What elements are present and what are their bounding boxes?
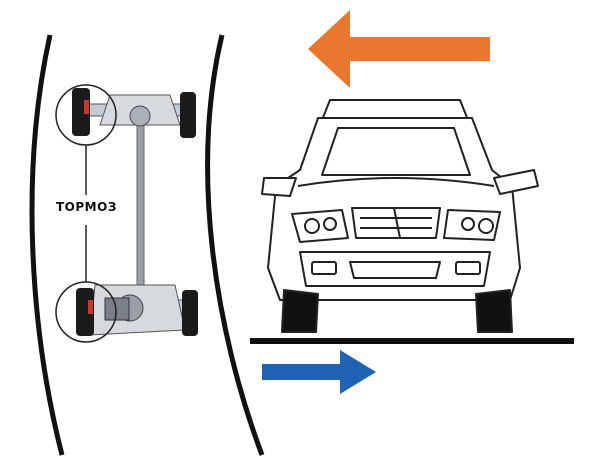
suv-front-icon	[261, 99, 539, 333]
ground-line	[250, 338, 574, 344]
road-curve-right	[205, 34, 265, 456]
arrow-right-icon	[262, 350, 376, 394]
brake-label: ТОРМОЗ	[56, 200, 117, 214]
road-curve-left	[29, 34, 65, 456]
awd-chassis-icon	[72, 88, 198, 336]
arrow-left-icon	[308, 10, 490, 88]
